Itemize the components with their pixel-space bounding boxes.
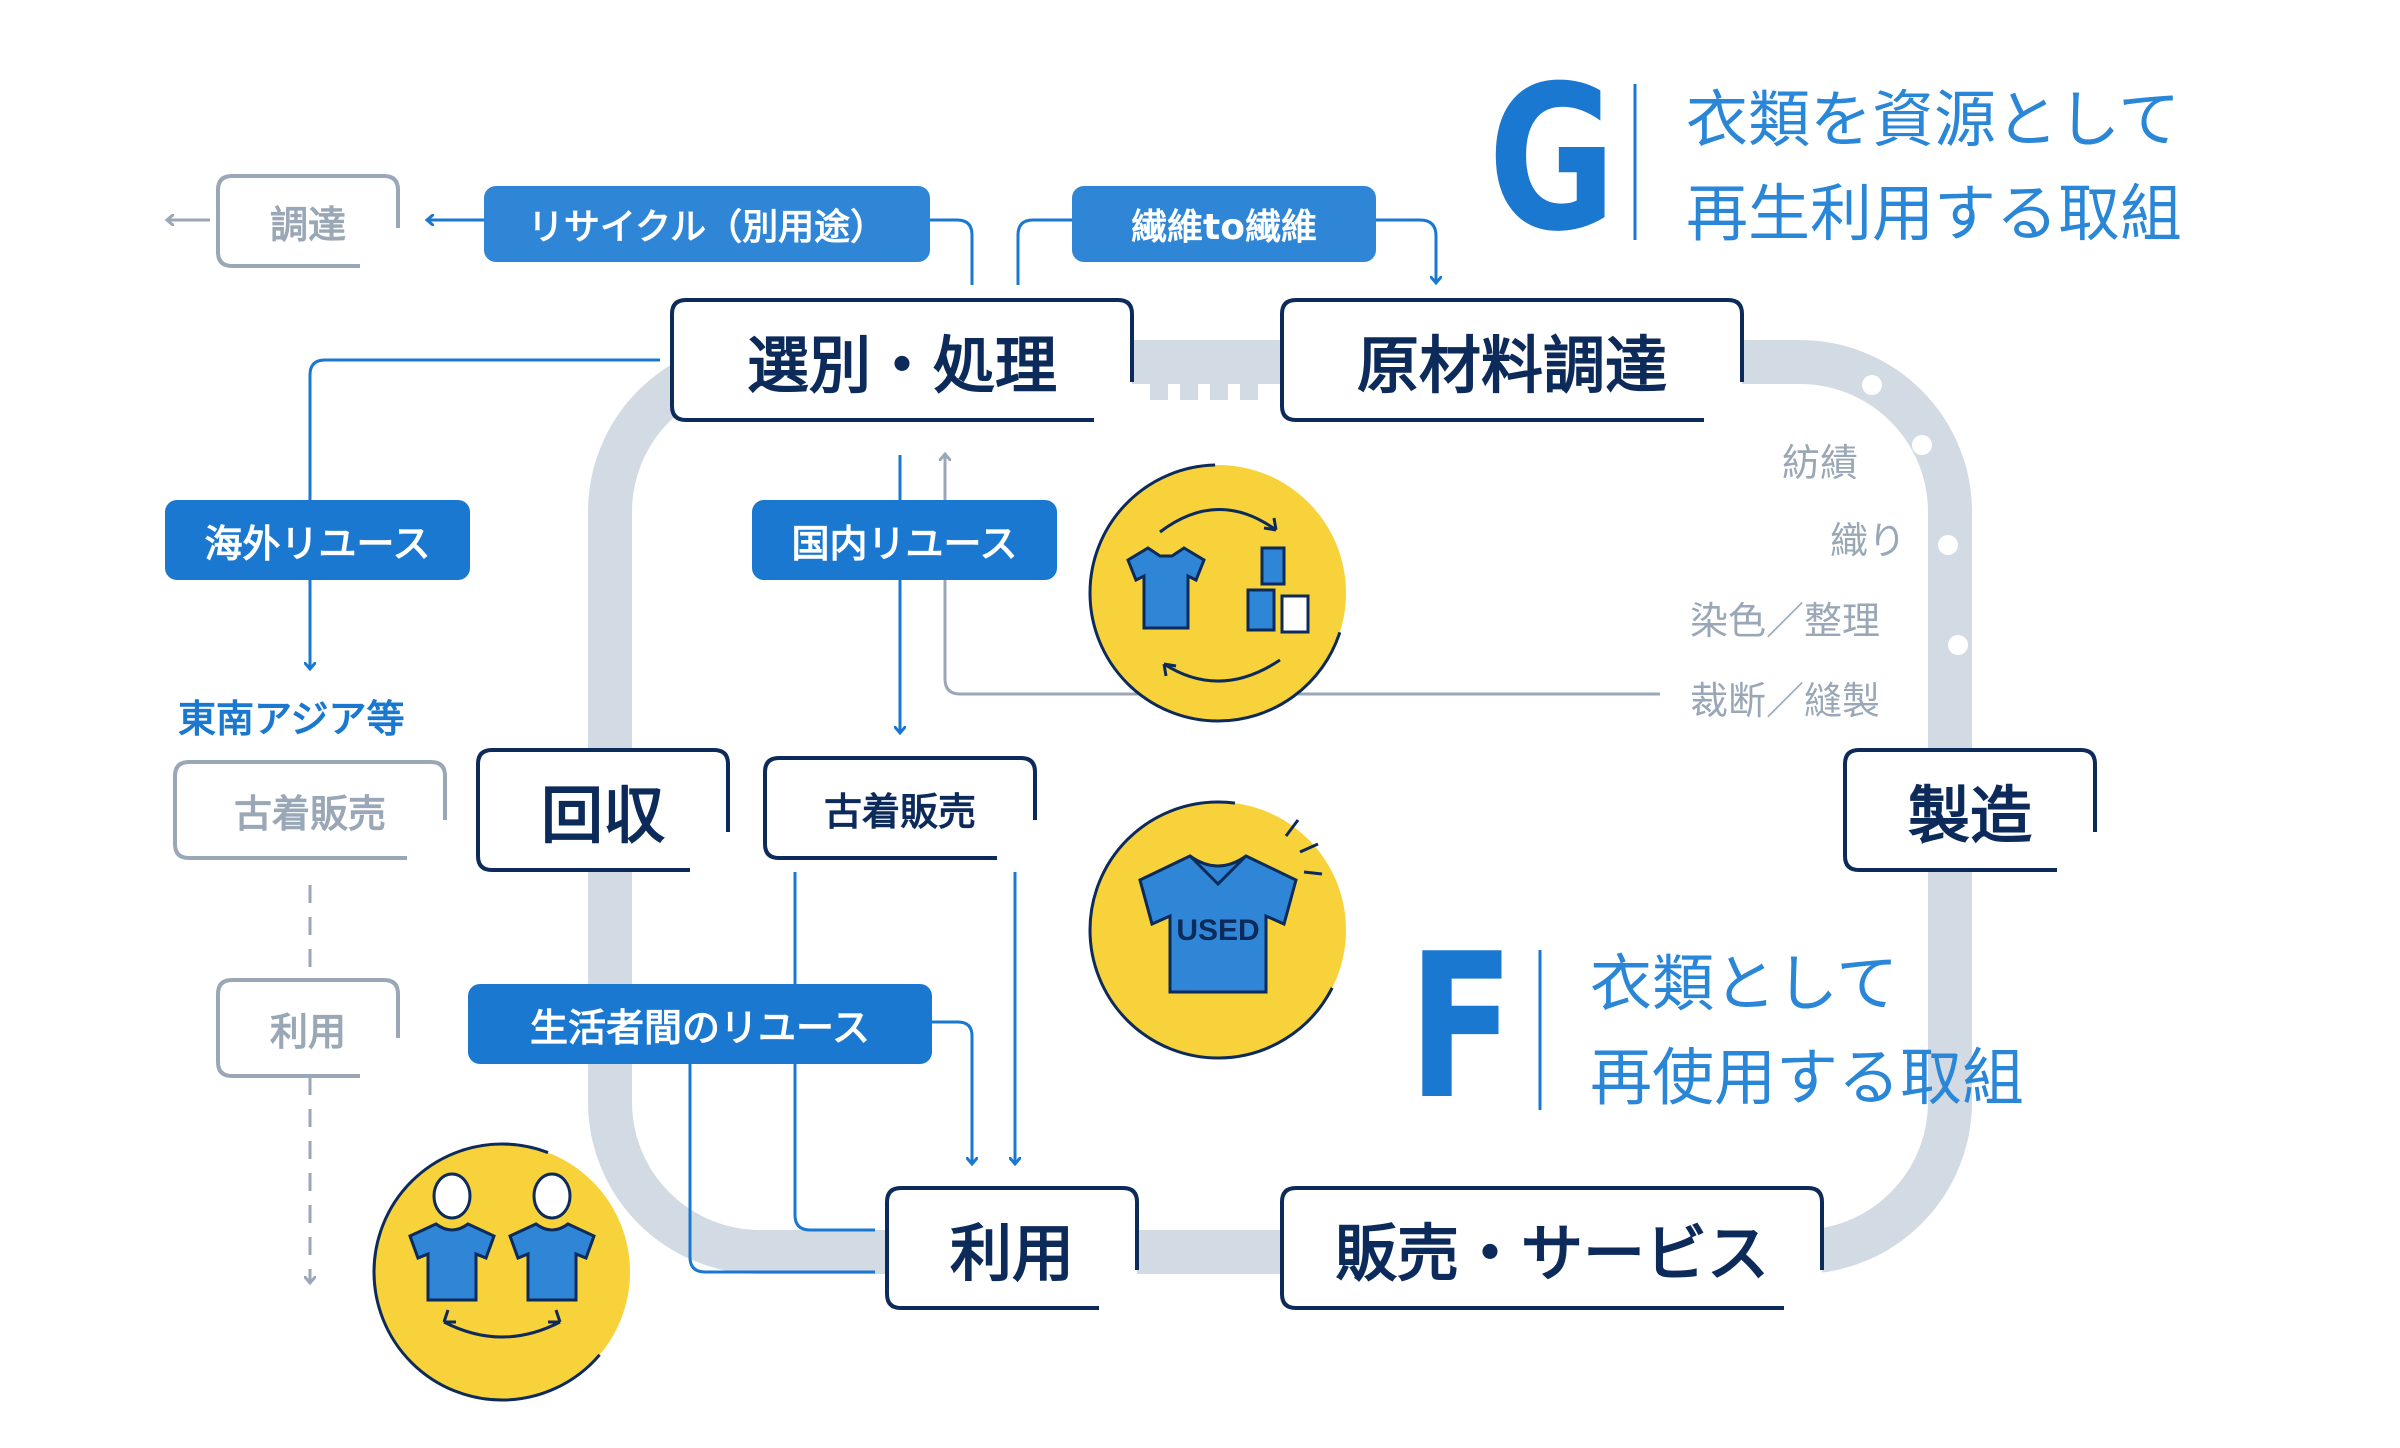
- track-dots: [1862, 375, 1968, 655]
- box-use-bg: [887, 1188, 1137, 1308]
- used-shirt-icon: USED: [1088, 800, 1348, 1060]
- box-use: [885, 1186, 1139, 1310]
- section-f-line1: 衣類として: [1590, 947, 1899, 1020]
- pill-overseas-reuse: 海外リユース: [165, 500, 470, 580]
- section-f-letter: F: [1408, 911, 1515, 1144]
- box-procure: [216, 174, 400, 268]
- box-manufacturing: [1843, 748, 2097, 872]
- arrow-fiber-to-raw: [1376, 218, 1436, 282]
- node-use: 利用: [949, 1217, 1074, 1290]
- box-sort-process: [670, 298, 1134, 422]
- recycle-clothes-icon: [1088, 463, 1348, 723]
- step-weaving: 織り: [1830, 519, 1907, 563]
- step-spinning: 紡績: [1782, 441, 1859, 485]
- box-use-overseas: [216, 978, 400, 1078]
- box-collection-bg: [478, 750, 728, 870]
- box-raw-material-bg: [1282, 300, 1742, 420]
- arrow-fiber: [1016, 218, 1072, 285]
- box-used-sales-overseas: [173, 760, 447, 860]
- box-procure-bg: [218, 176, 398, 266]
- section-g-letter: G: [1488, 43, 1617, 276]
- pill-fiber-to-fiber: 繊維to繊維: [1072, 186, 1376, 262]
- node-used-sales-overseas: 古着販売: [233, 791, 386, 836]
- node-sort-process: 選別・処理: [746, 329, 1057, 402]
- box-used-sales-bg: [765, 758, 1035, 858]
- pill-recycle-other: リサイクル（別用途）: [484, 186, 930, 262]
- arrow-use-back: [793, 872, 875, 1232]
- box-used-sales-overseas-bg: [175, 762, 445, 858]
- label-southeast-asia: 東南アジア等: [178, 697, 405, 741]
- box-raw-material: [1280, 298, 1744, 422]
- box-sales-service: [1280, 1186, 1824, 1310]
- node-sales-service: 販売・サービス: [1334, 1217, 1769, 1290]
- node-use-overseas: 利用: [269, 1009, 346, 1054]
- arrow-gray-return: [945, 455, 1660, 696]
- node-raw-material: 原材料調達: [1356, 329, 1667, 402]
- arrow-consumer: [688, 1058, 875, 1274]
- pill-consumer-reuse: 生活者間のリユース: [468, 984, 932, 1064]
- node-collection: 回収: [540, 779, 665, 852]
- node-used-sales: 古着販売: [823, 789, 976, 834]
- used-badge-text: USED: [1176, 914, 1259, 947]
- arrow-overseas: [310, 358, 660, 668]
- step-cutting: 裁断／縫製: [1690, 679, 1881, 723]
- node-procure: 調達: [269, 202, 346, 247]
- arrow-consumer-to-use: [922, 1020, 972, 1163]
- arrow-recycle: [930, 218, 974, 285]
- box-use-overseas-bg: [218, 980, 398, 1076]
- section-g-line1: 衣類を資源として: [1686, 83, 2181, 156]
- box-used-sales: [763, 756, 1037, 860]
- node-manufacturing: 製造: [1907, 779, 2032, 852]
- box-sort-process-bg: [672, 300, 1132, 420]
- pill-domestic-reuse: 国内リユース: [752, 500, 1057, 580]
- box-manufacturing-bg: [1845, 750, 2095, 870]
- box-sales-service-bg: [1282, 1188, 1822, 1308]
- people-exchange-icon: [372, 1142, 632, 1402]
- section-g-line2: 再生利用する取組: [1686, 177, 2183, 250]
- step-dyeing: 染色／整理: [1690, 599, 1881, 643]
- section-f-line2: 再使用する取組: [1590, 1041, 2025, 1114]
- track-dashes: [1150, 340, 1258, 400]
- box-collection: [476, 748, 730, 872]
